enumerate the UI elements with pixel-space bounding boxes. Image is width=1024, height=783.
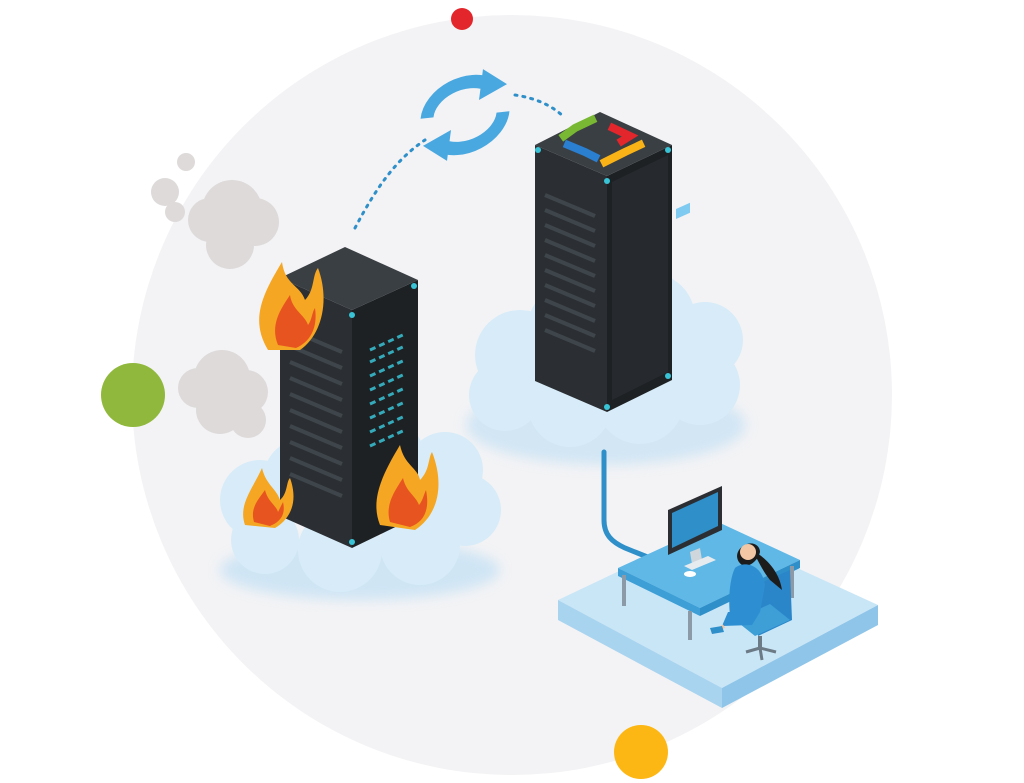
fire-icon [376,445,439,530]
monitor-icon [668,202,722,577]
brand-logo-icon [558,114,646,168]
server-icon-primary [535,112,672,412]
fire-icon [243,468,294,528]
status-lights [369,332,406,448]
fire-icon [259,262,324,350]
yellow-dot [614,725,668,779]
network-cable [601,449,658,563]
sync-link-right [513,93,567,120]
person-icon [710,543,782,634]
workstation [558,202,878,708]
red-dot [451,8,473,30]
green-dot [101,363,165,427]
smoke-icon [151,153,279,438]
sync-icon [420,69,510,161]
chair-icon [735,570,792,661]
